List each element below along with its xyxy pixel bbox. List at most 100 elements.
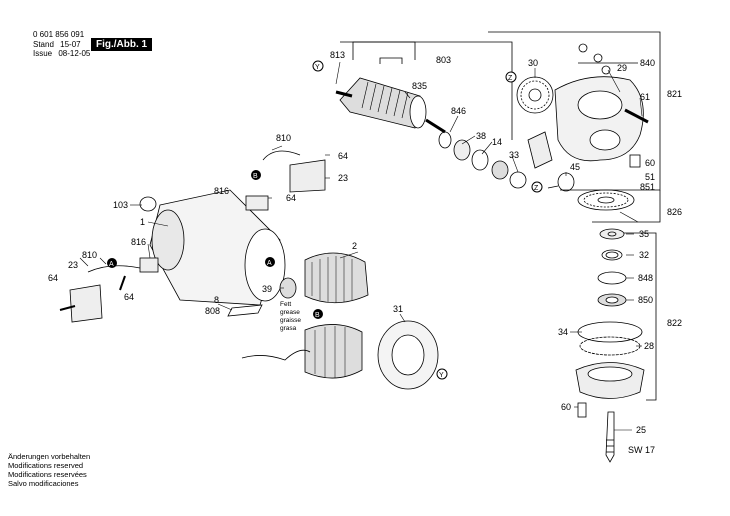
issue-label: Issue	[33, 49, 53, 58]
svg-text:A: A	[109, 261, 114, 268]
marker-a-1: A	[107, 258, 117, 268]
label-848: 848	[638, 273, 653, 283]
svg-text:Z: Z	[508, 75, 513, 82]
cover-23b-part	[69, 284, 103, 323]
pinion-45-part	[547, 172, 575, 192]
grease-en: grease	[280, 309, 300, 316]
ring-32-part	[601, 249, 623, 261]
armature-part	[335, 77, 446, 134]
footer-notes: Änderungen vorbehalten Modifications res…	[8, 452, 90, 488]
screw-64-part	[59, 305, 76, 311]
label-34: 34	[558, 327, 568, 337]
marker-y-2: Y	[436, 368, 448, 380]
stand-value: 15-07	[60, 40, 81, 49]
label-25: 25	[636, 425, 646, 435]
footer-fr: Modifications reservées	[8, 470, 87, 479]
ring-part	[491, 160, 509, 180]
label-64c: 64	[124, 292, 134, 302]
label-23a: 23	[338, 173, 348, 183]
label-810a: 810	[276, 133, 291, 143]
brush-cap-103	[139, 196, 157, 212]
marker-z-1: Z	[505, 71, 517, 83]
label-810b: 810	[82, 250, 97, 260]
brush-part	[527, 131, 553, 169]
footer-es: Salvo modificaciones	[8, 479, 79, 488]
stand-label: Stand	[33, 40, 54, 49]
grease-es: grasa	[280, 325, 297, 332]
label-39: 39	[262, 284, 272, 294]
svg-text:B: B	[315, 312, 320, 319]
label-803: 803	[436, 55, 451, 65]
bracket-835	[379, 57, 403, 64]
label-32: 32	[639, 250, 649, 260]
svg-text:Z: Z	[534, 185, 539, 192]
figure-label: Fig./Abb. 1	[91, 38, 153, 51]
marker-b-1: B	[251, 170, 261, 180]
bearing-850-part	[597, 293, 627, 307]
marker-y-1: Y	[312, 60, 324, 72]
label-846: 846	[451, 106, 466, 116]
label-33: 33	[509, 150, 519, 160]
label-816b: 816	[131, 237, 146, 247]
bearing-35-part	[599, 228, 625, 240]
field-coil-b	[304, 324, 363, 379]
bracket-821	[488, 31, 661, 191]
label-850: 850	[638, 295, 653, 305]
crown-gear-851	[577, 189, 635, 211]
end-shield-31	[377, 320, 439, 390]
circlip-848-part	[597, 271, 627, 285]
flange-28-part	[575, 362, 645, 399]
label-38: 38	[476, 131, 486, 141]
label-30: 30	[528, 58, 538, 68]
label-835: 835	[412, 81, 427, 91]
label-29: 29	[617, 63, 627, 73]
stand-line: Stand 15-07	[33, 40, 81, 49]
ring-846-part	[438, 131, 452, 149]
label-103: 103	[113, 200, 128, 210]
marker-b-2: B	[313, 309, 323, 319]
label-28: 28	[644, 341, 654, 351]
label-51: 51	[645, 172, 655, 182]
grease-fr: graisse	[280, 317, 301, 324]
svg-text:B: B	[253, 173, 258, 180]
bearing-33-part	[509, 171, 527, 189]
label-60b: 60	[561, 402, 571, 412]
label-821: 821	[667, 89, 682, 99]
label-808: 808	[205, 306, 220, 316]
marker-z-2: Z	[531, 181, 543, 193]
label-sw17: SW 17	[628, 445, 655, 455]
motor-housing-1	[149, 189, 286, 306]
switch-816-part	[139, 195, 269, 273]
label-64b: 64	[286, 193, 296, 203]
part-number: 0 601 856 091	[33, 30, 85, 39]
bearing-14-part	[471, 149, 489, 171]
bracket-826	[592, 190, 661, 223]
label-840: 840	[640, 58, 655, 68]
screws-840-part	[578, 43, 611, 75]
bracket-822	[624, 232, 657, 401]
gear-housing-part	[554, 76, 644, 162]
footer-en: Modifications reserved	[8, 461, 84, 470]
spindle-25-part	[605, 411, 615, 463]
footer-de: Änderungen vorbehalten	[8, 452, 91, 461]
label-64a: 64	[338, 151, 348, 161]
bevel-gear-30	[516, 76, 554, 114]
wire-part	[241, 349, 311, 361]
cover-23-part	[289, 159, 326, 193]
pad-8-part	[227, 304, 263, 317]
screw-61-part	[624, 108, 649, 124]
label-822: 822	[667, 318, 682, 328]
svg-text:Y: Y	[439, 372, 444, 379]
label-64d: 64	[48, 273, 58, 283]
svg-text:A: A	[267, 260, 272, 267]
issue-value: 08-12-05	[58, 49, 91, 58]
screw-64c-part	[119, 275, 126, 291]
bearing-38-part	[453, 139, 471, 161]
label-813: 813	[330, 50, 345, 60]
label-60a: 60	[645, 158, 655, 168]
label-45: 45	[570, 162, 580, 172]
bracket-813	[352, 41, 416, 60]
label-1: 1	[140, 217, 145, 227]
label-851: 851	[640, 182, 655, 192]
label-826: 826	[667, 207, 682, 217]
